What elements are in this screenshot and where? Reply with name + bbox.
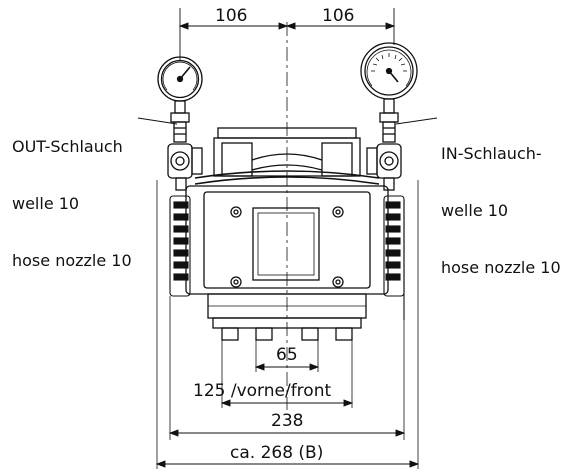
left-cooling-fins [169,195,191,297]
in-callout-line-3: hose nozzle 10 [441,258,561,277]
left-pressure-gauge-icon [157,56,203,143]
right-vacuum-gauge-icon [360,42,418,143]
out-callout-line-1: OUT-Schlauch [12,137,123,156]
dimension-label-65: 65 [276,345,298,365]
dimension-238-line [168,429,406,437]
in-leader-line [395,117,438,125]
rubber-feet [221,327,353,341]
dimension-label-268: ca. 268 (B) [230,443,324,463]
in-callout-line-2: welle 10 [441,201,509,220]
out-callout-line-3: hose nozzle 10 [12,251,132,270]
top-dimension [178,8,396,60]
dimension-label-125-front: 125 /vorne/front [193,381,332,401]
right-cooling-fins [383,195,405,320]
out-hose-callout: OUT-Schlauch welle 10 hose nozzle 10 [12,99,132,308]
out-leader-line [137,117,178,125]
in-hose-callout: IN-Schlauch- welle 10 hose nozzle 10 [441,106,561,315]
right-hose-connector-icon [366,143,402,191]
pump-head-frame [194,127,380,185]
dimension-125-line [220,399,354,407]
dimension-label-106-left: 106 [215,6,248,26]
in-callout-line-1: IN-Schlauch- [441,144,542,163]
dimension-268-line [155,460,420,468]
extension-lines [156,180,419,470]
dimension-label-238: 238 [271,411,304,431]
left-hose-connector-icon [167,143,203,191]
dimension-label-106-right: 106 [322,6,355,26]
base-plate [207,293,367,329]
dimension-65-line [254,363,320,371]
out-callout-line-2: welle 10 [12,194,80,213]
